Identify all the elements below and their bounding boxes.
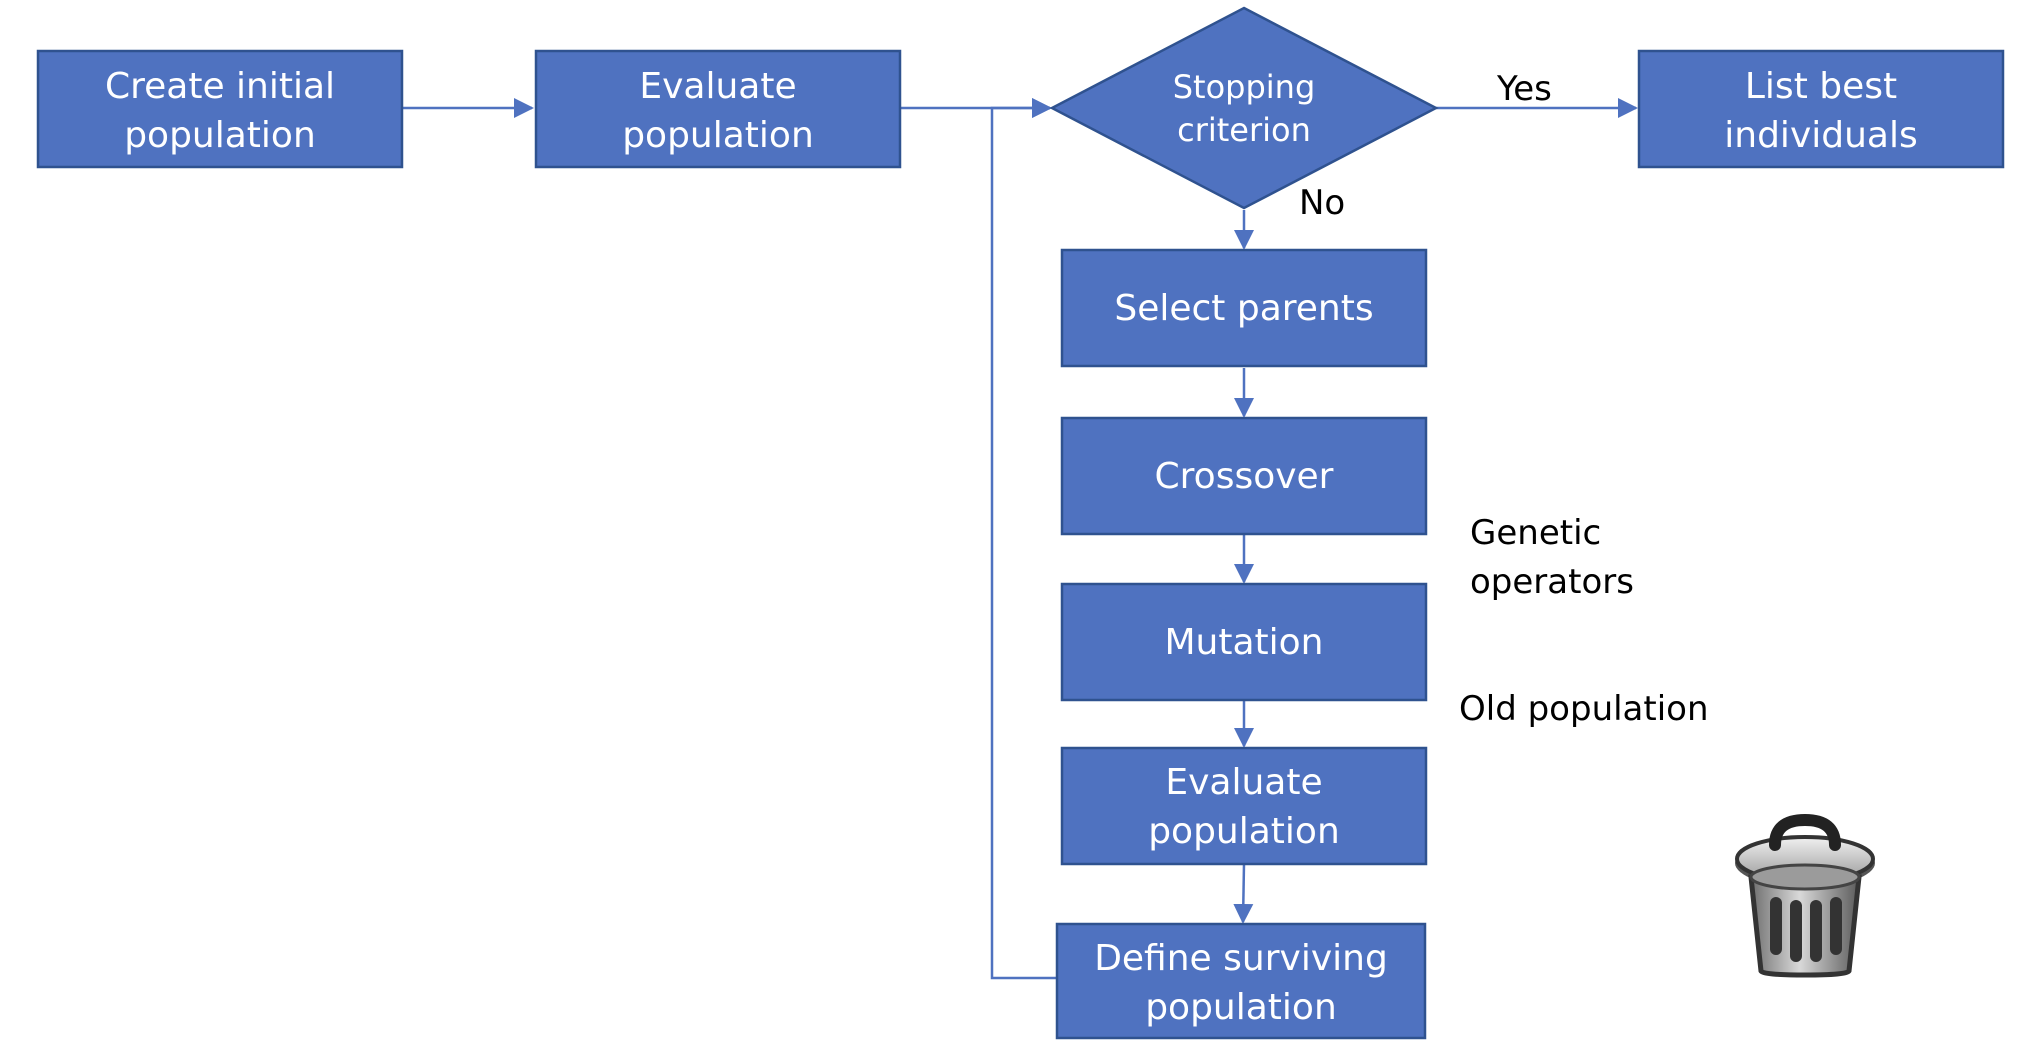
yes-label: Yes: [1496, 69, 1552, 109]
connector-evaluate-to-define: [1233, 863, 1254, 924]
node-list-best-individuals-line1: List best: [1745, 66, 1897, 107]
node-create-initial-population: Create initial population: [36, 49, 404, 169]
node-define-surviving-population-line1: Define surviving: [1094, 938, 1388, 979]
node-select-parents: Select parents: [1060, 248, 1428, 368]
node-create-initial-population-line1: Create initial: [105, 66, 335, 107]
genetic-operators-label-line1: Genetic: [1470, 513, 1601, 553]
node-select-parents-label: Select parents: [1114, 288, 1373, 329]
genetic-operators-label-line2: operators: [1470, 562, 1634, 602]
node-list-best-individuals: List best individuals: [1637, 49, 2005, 169]
node-mutation: Mutation: [1060, 582, 1428, 702]
node-mutation-label: Mutation: [1164, 622, 1323, 663]
node-evaluate-population-bottom-line2: population: [1148, 811, 1340, 852]
node-create-initial-population-line2: population: [124, 115, 316, 156]
node-stopping-criterion-line1: Stopping: [1173, 68, 1316, 106]
node-crossover: Crossover: [1060, 416, 1428, 536]
node-evaluate-population-top-line1: Evaluate: [639, 66, 796, 107]
no-label: No: [1299, 183, 1345, 223]
connector-loop-back: [990, 98, 1056, 980]
node-evaluate-population-top: Evaluate population: [534, 49, 902, 169]
node-evaluate-population-bottom-line1: Evaluate: [1165, 762, 1322, 803]
node-define-surviving-population: Define surviving population: [1055, 922, 1427, 1040]
node-evaluate-population-bottom: Evaluate population: [1060, 746, 1428, 866]
node-stopping-criterion: Stopping criterion: [1049, 6, 1439, 210]
old-population-label: Old population: [1459, 689, 1709, 729]
node-crossover-label: Crossover: [1155, 456, 1334, 497]
trash-can-icon: [1735, 813, 1875, 978]
node-evaluate-population-top-line2: population: [622, 115, 814, 156]
node-list-best-individuals-line2: individuals: [1724, 115, 1917, 156]
node-define-surviving-population-line2: population: [1145, 987, 1337, 1028]
node-stopping-criterion-line2: criterion: [1177, 111, 1311, 149]
connectors: [402, 98, 1638, 980]
